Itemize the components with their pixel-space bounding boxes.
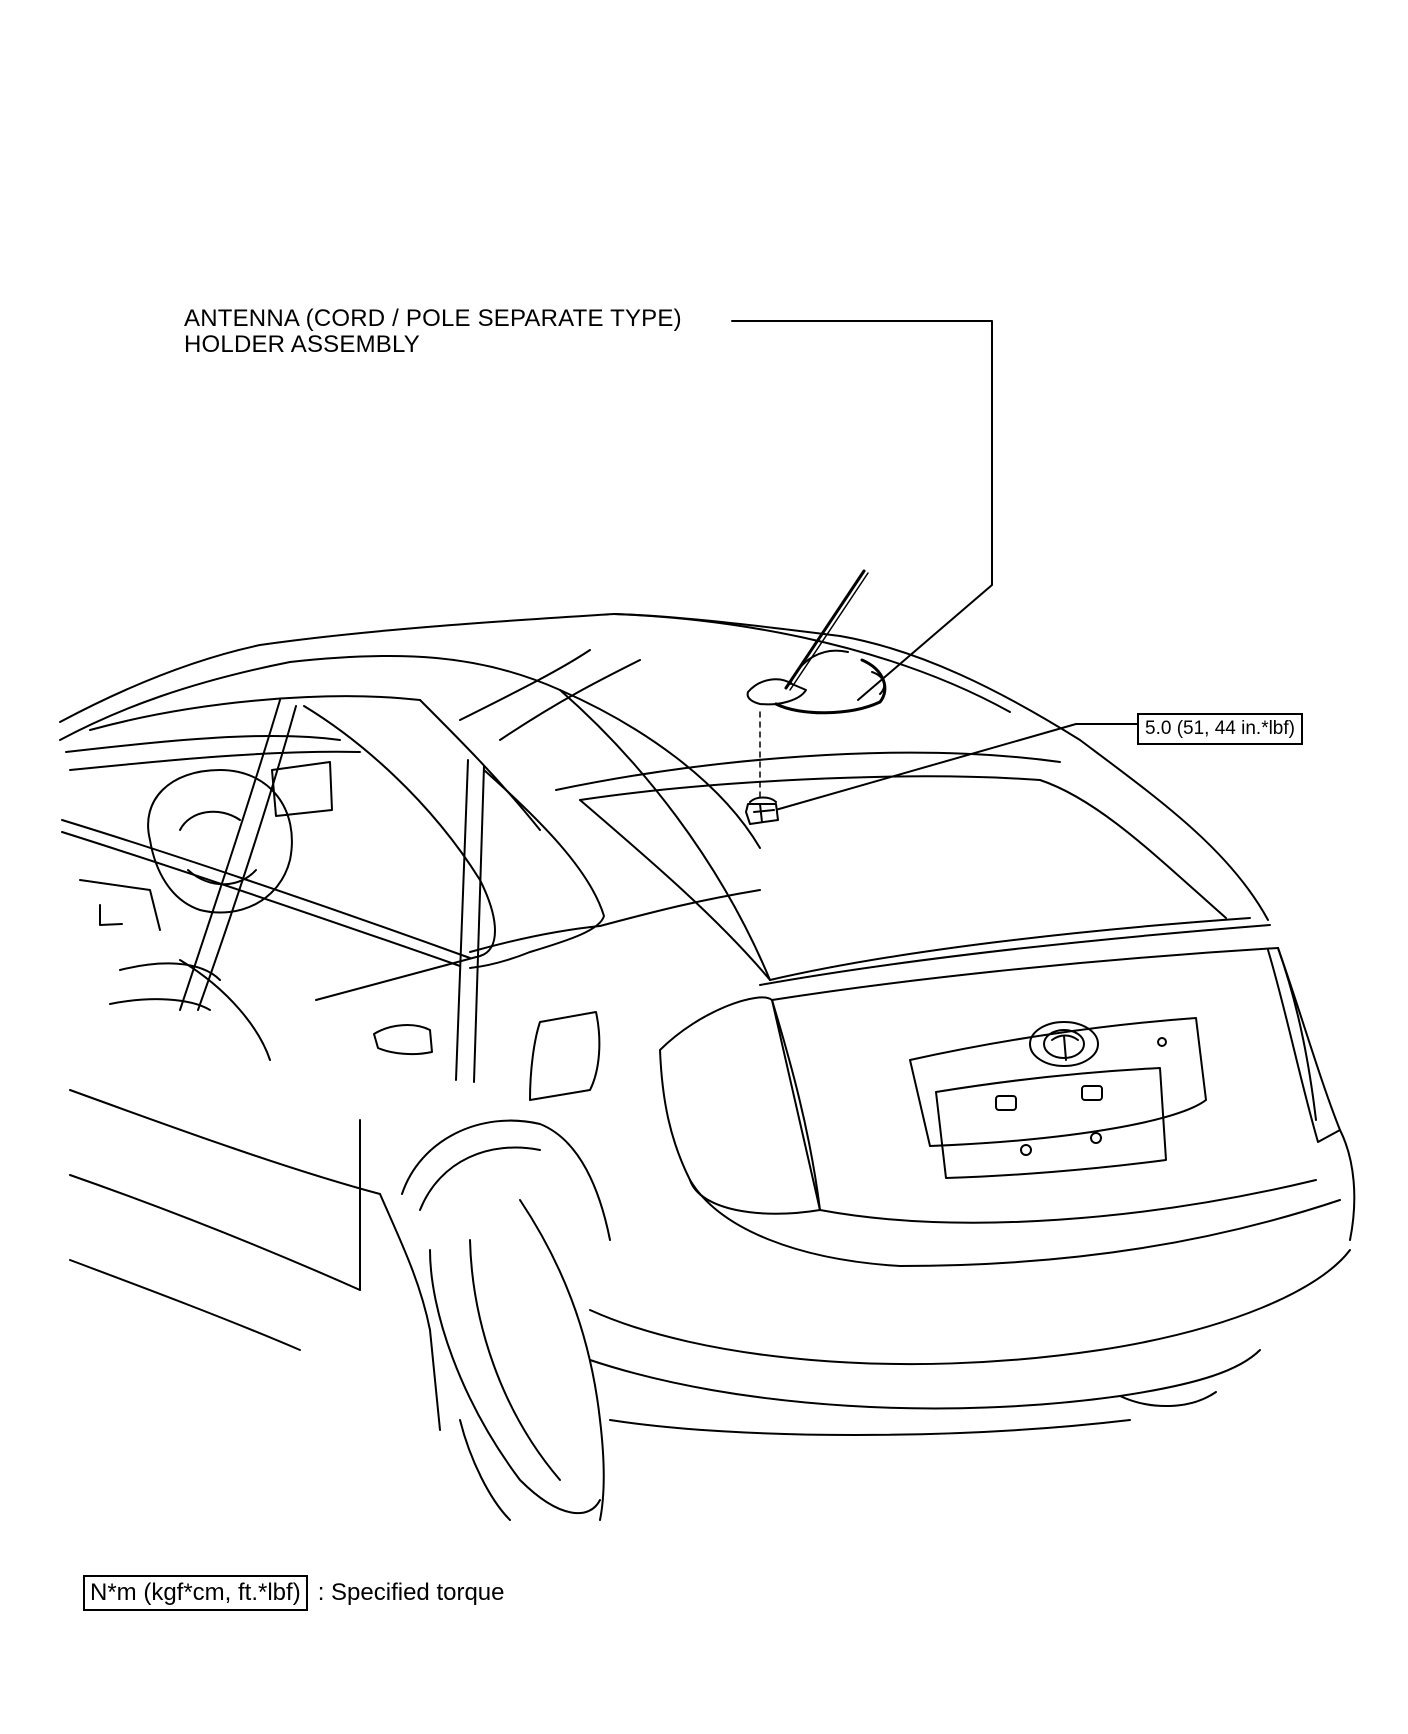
antenna-leader-line: [731, 320, 993, 701]
antenna-assembly: [746, 569, 887, 715]
antenna-callout-line1: ANTENNA (CORD / POLE SEPARATE TYPE): [184, 305, 682, 332]
torque-spec-box: 5.0 (51, 44 in.*lbf): [1137, 713, 1303, 745]
torque-leader-line: [771, 723, 1138, 812]
antenna-callout-line2: HOLDER ASSEMBLY: [184, 331, 420, 358]
antenna-holder-callout: ANTENNA (CORD / POLE SEPARATE TYPE) HOLD…: [184, 306, 682, 358]
car-body-outline: [59, 613, 1356, 1521]
torque-legend: N*m (kgf*cm, ft.*lbf) : Specified torque: [83, 1575, 505, 1611]
legend-unit-box: N*m (kgf*cm, ft.*lbf): [83, 1575, 308, 1611]
antenna-nut: [745, 796, 779, 825]
legend-description: : Specified torque: [317, 1579, 505, 1606]
